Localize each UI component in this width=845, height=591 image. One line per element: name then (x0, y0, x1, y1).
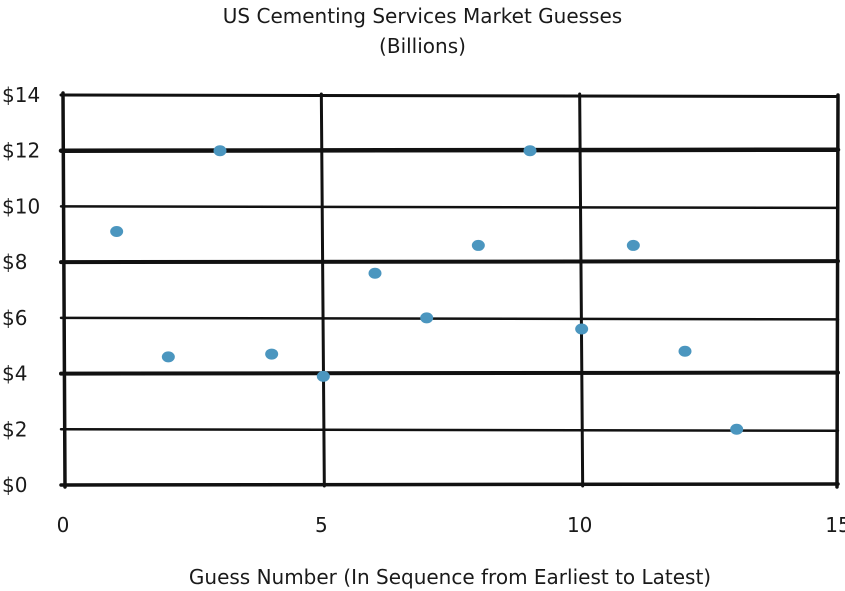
x-axis-label: Guess Number (In Sequence from Earliest … (188, 565, 712, 589)
data-point (626, 239, 640, 251)
data-point (575, 323, 589, 335)
data-point (213, 145, 227, 157)
y-gridline-10 (59, 205, 840, 210)
data-point (471, 239, 485, 251)
data-points (110, 145, 744, 435)
y-gridline-14 (59, 93, 840, 98)
x-tick-label: 5 (315, 513, 328, 537)
y-gridline-2 (59, 428, 840, 433)
y-tick-label: $6 (2, 306, 27, 330)
y-tick-label: $8 (2, 250, 27, 274)
y-gridline-4 (59, 370, 840, 376)
x-gridline-10 (578, 92, 585, 488)
y-gridline-12 (58, 147, 841, 153)
y-tick-label: $4 (2, 362, 27, 386)
x-gridline-5 (319, 92, 326, 488)
tick-labels: $0 $2 $4 $6 $8 $10 $12 $14 0 5 10 15 (2, 83, 845, 537)
y-gridline-0 (59, 482, 840, 487)
data-point (730, 423, 744, 435)
y-gridline-8 (59, 259, 840, 265)
plot-border-left (61, 91, 67, 489)
x-tick-label: 15 (825, 513, 845, 537)
grid-layer (58, 91, 841, 489)
chart-title: US Cementing Services Market Guesses (222, 4, 623, 28)
x-tick-label: 0 (57, 513, 70, 537)
data-point (110, 226, 124, 237)
y-tick-label: $0 (2, 473, 27, 497)
data-point (523, 145, 537, 157)
data-point (368, 267, 382, 279)
y-tick-label: $2 (2, 417, 27, 441)
data-point (678, 345, 692, 357)
x-tick-label: 10 (567, 513, 592, 537)
y-tick-label: $14 (2, 83, 40, 107)
y-tick-label: $10 (2, 194, 40, 218)
y-gridline-6 (59, 316, 840, 321)
y-tick-label: $12 (2, 139, 40, 163)
chart-subtitle: (Billions) (379, 34, 466, 58)
plot-border-right (835, 93, 840, 489)
data-point (420, 312, 434, 324)
data-point (265, 348, 279, 360)
data-point (161, 351, 175, 363)
data-point (316, 370, 330, 382)
